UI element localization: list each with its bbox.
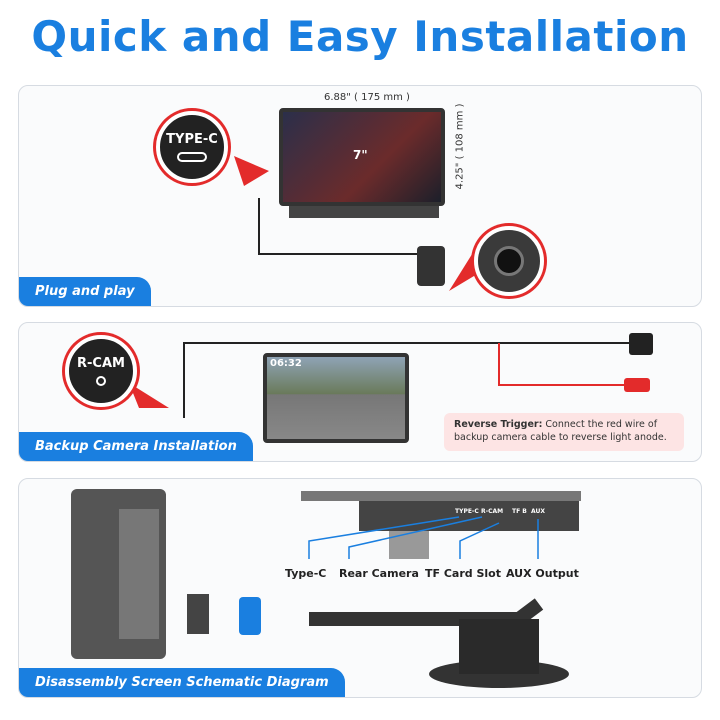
callout-type-c: Type-C — [285, 567, 327, 580]
camera-wiring — [129, 333, 653, 418]
type-c-label: TYPE-C — [166, 132, 218, 147]
jack-icon — [96, 376, 106, 386]
port-tf: TF B — [512, 508, 527, 515]
r-cam-port-callout: R-CAM — [65, 335, 137, 407]
port-type-c: TYPE-C — [455, 508, 479, 515]
clock: 06:32 — [270, 358, 302, 369]
rear-view-screen: 06:32 — [263, 353, 409, 443]
callout-aux-output: AUX Output — [506, 567, 579, 580]
reverse-trigger-note: Reverse Trigger: Connect the red wire of… — [444, 413, 684, 451]
disassembly-panel: TYPE-C R-CAM TF B AUX Type-C Rear Camera… — [18, 478, 702, 698]
width-dimension: 6.88" ( 175 mm ) — [324, 92, 410, 103]
port-r-cam: R-CAM — [481, 508, 504, 515]
callout-tf-card-slot: TF Card Slot — [425, 567, 501, 580]
r-cam-label: R-CAM — [77, 356, 125, 371]
disassembly-label: Disassembly Screen Schematic Diagram — [19, 668, 345, 697]
port-aux: AUX — [531, 508, 545, 515]
type-c-port-callout: TYPE-C — [156, 111, 228, 183]
usb-c-icon — [177, 152, 207, 162]
plug-and-play-panel: TYPE-C 6.88" ( 175 mm ) 4.25" ( 108 mm )… — [18, 85, 702, 307]
page-title: Quick and Easy Installation — [31, 12, 689, 61]
height-dimension: 4.25" ( 108 mm ) — [454, 103, 466, 190]
diagonal-size: 7" — [353, 148, 368, 162]
cigarette-lighter-callout — [474, 226, 544, 296]
mount-illustration — [71, 489, 581, 688]
note-text: Connect the red wire of backup camera ca… — [454, 419, 667, 443]
backup-camera-label: Backup Camera Installation — [19, 432, 253, 461]
display-screen: 7" — [279, 108, 445, 206]
note-title: Reverse Trigger: — [454, 419, 543, 430]
backup-camera-panel: R-CAM 06:32 Reverse Trigger: Connect the… — [18, 322, 702, 462]
plug-and-play-label: Plug and play — [19, 277, 151, 306]
callout-rear-camera: Rear Camera — [339, 567, 419, 580]
socket-icon — [494, 246, 524, 276]
